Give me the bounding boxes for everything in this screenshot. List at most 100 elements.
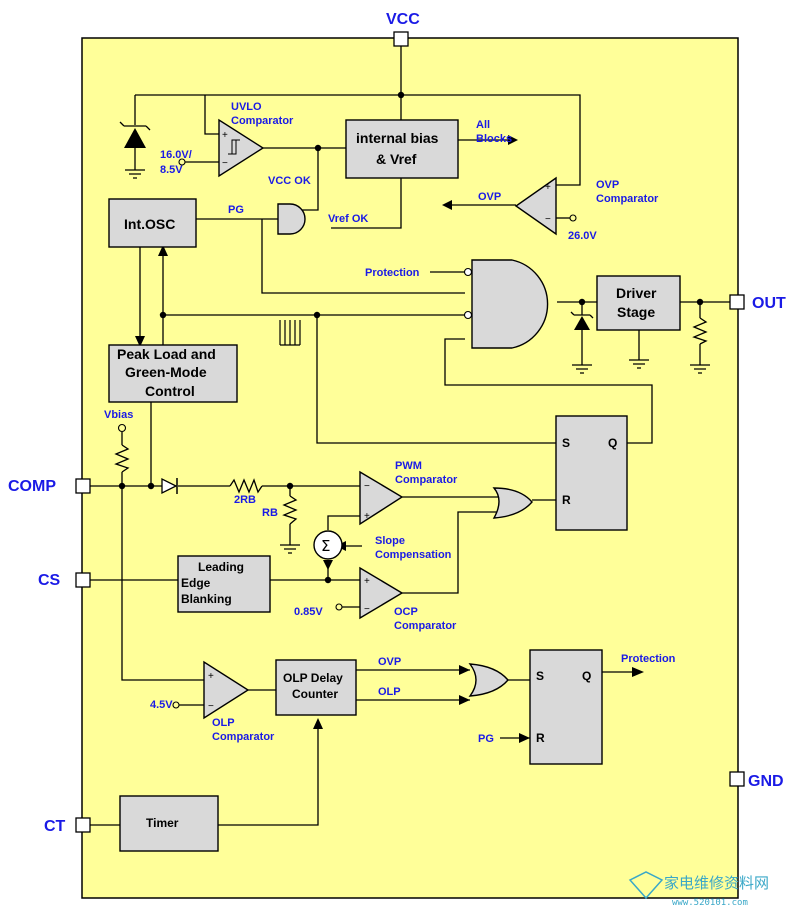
uvlo-comparator	[218, 118, 265, 178]
leading-edge-blanking-block	[177, 555, 271, 613]
vref-ok-label: Vref OK	[328, 213, 368, 225]
ovp-comparator	[514, 176, 557, 236]
timer-label: Timer	[146, 816, 179, 830]
pwm-comparator-label-1: PWM	[395, 460, 422, 472]
summing-node: Σ	[313, 530, 343, 560]
peak-load-label-2: Green-Mode	[125, 364, 207, 380]
uvlo-plus: +	[222, 130, 228, 141]
uvlo-label-2: Comparator	[231, 115, 294, 127]
internal-bias-label-2: & Vref	[376, 151, 417, 167]
vcc-pin-label: VCC	[386, 11, 420, 28]
gnd-pin-label: GND	[748, 773, 784, 790]
ovp-delay-out-label: OVP	[378, 656, 401, 668]
ocp-comparator-label-1: OCP	[394, 606, 418, 618]
r-rb	[282, 495, 298, 525]
uvlo-minus: −	[222, 158, 228, 169]
rb-label: RB	[262, 507, 278, 519]
ff2-q-label: Q	[582, 669, 591, 683]
ocp-plus: +	[364, 576, 370, 587]
int-osc-label: Int.OSC	[124, 216, 175, 232]
vcc-pin	[393, 31, 409, 47]
gnd-pin	[729, 771, 745, 787]
watermark-logo-icon	[628, 871, 664, 900]
olp-comparator	[203, 660, 250, 720]
driver-stage-block	[596, 275, 681, 331]
driver-label-2: Stage	[617, 304, 655, 320]
ocp-threshold: 0.85V	[294, 606, 323, 618]
ct-pin	[75, 817, 91, 833]
all-blocks-label-2: Blocks	[476, 133, 512, 145]
ff1-q-label: Q	[608, 436, 617, 450]
cs-pin-label: CS	[38, 572, 61, 589]
pg-label: PG	[228, 204, 244, 216]
main-and-gate	[471, 259, 549, 349]
output-zener-icon	[570, 311, 594, 330]
comp-diode-icon	[161, 477, 178, 495]
arrowheads	[135, 135, 644, 743]
peak-load-label-3: Control	[145, 383, 195, 399]
r-2rb	[229, 478, 263, 494]
olp-threshold: 4.5V	[150, 699, 173, 711]
comp-pin	[75, 478, 91, 494]
protection-in-label: Protection	[365, 267, 420, 279]
ff2-r-label: R	[536, 731, 545, 745]
slope-label-2: Compensation	[375, 549, 452, 561]
cs-pin	[75, 572, 91, 588]
olp-delay-label-2: Counter	[292, 687, 338, 701]
pwm-comparator-label-2: Comparator	[395, 474, 458, 486]
ovp-comparator-label-2: Comparator	[596, 193, 659, 205]
watermark-url: www.520101.com	[672, 898, 748, 908]
vbias-label: Vbias	[104, 409, 133, 421]
uvlo-threshold-1: 16.0V/	[160, 149, 192, 161]
ocp-comparator-label-2: Comparator	[394, 620, 457, 632]
leb-label-3: Blanking	[181, 592, 232, 606]
ff1-r-label: R	[562, 493, 571, 507]
hysteresis-icon	[228, 139, 240, 155]
protection-or-gate	[468, 663, 509, 697]
pwm-or-gate	[492, 487, 533, 519]
ovp-plus: +	[545, 182, 551, 193]
leb-label-2: Edge	[181, 576, 211, 590]
ff1-s-label: S	[562, 436, 570, 450]
out-pin-label: OUT	[752, 295, 786, 312]
terminals	[117, 158, 577, 709]
all-blocks-label-1: All	[476, 119, 490, 131]
vbias-resistor	[114, 444, 130, 473]
uvlo-threshold-2: 8.5V	[160, 164, 183, 176]
olp-delay-out-label: OLP	[378, 686, 401, 698]
timer-block	[119, 795, 219, 852]
ocp-comparator	[359, 566, 404, 620]
wires	[90, 40, 730, 826]
olp-delay-counter-block	[275, 659, 357, 716]
olp-plus: +	[208, 671, 214, 682]
ovp-comparator-label-1: OVP	[596, 179, 619, 191]
ovp-minus: −	[545, 214, 551, 225]
olp-comparator-label-1: OLP	[212, 717, 235, 729]
ovp-out-label: OVP	[478, 191, 501, 203]
sigma-symbol: Σ	[321, 537, 330, 555]
ocp-minus: −	[364, 604, 370, 615]
pwm-plus: +	[364, 511, 370, 522]
driver-label-1: Driver	[616, 285, 657, 301]
pg2-label: PG	[478, 733, 494, 745]
int-osc-block	[108, 198, 197, 248]
olp-minus: −	[208, 701, 214, 712]
uvlo-zener-icon	[119, 121, 151, 148]
r2rb-label: 2RB	[234, 494, 256, 506]
slope-label-1: Slope	[375, 535, 405, 547]
ground-icons	[125, 169, 710, 554]
internal-bias-label-1: internal bias	[356, 130, 439, 146]
peak-load-label-1: Peak Load and	[117, 346, 216, 362]
peak-load-block	[108, 344, 238, 403]
ovp-threshold: 26.0V	[568, 230, 597, 242]
leb-label-1: Leading	[198, 560, 244, 574]
watermark: 家电维修资料网 www.520101.com	[628, 871, 769, 908]
internal-bias-block	[345, 119, 459, 179]
protection-out-label: Protection	[621, 653, 676, 665]
junctions	[118, 91, 704, 584]
watermark-text: 家电维修资料网	[664, 874, 769, 892]
out-pin	[729, 294, 745, 310]
olp-comparator-label-2: Comparator	[212, 731, 275, 743]
output-resistor	[692, 317, 708, 345]
